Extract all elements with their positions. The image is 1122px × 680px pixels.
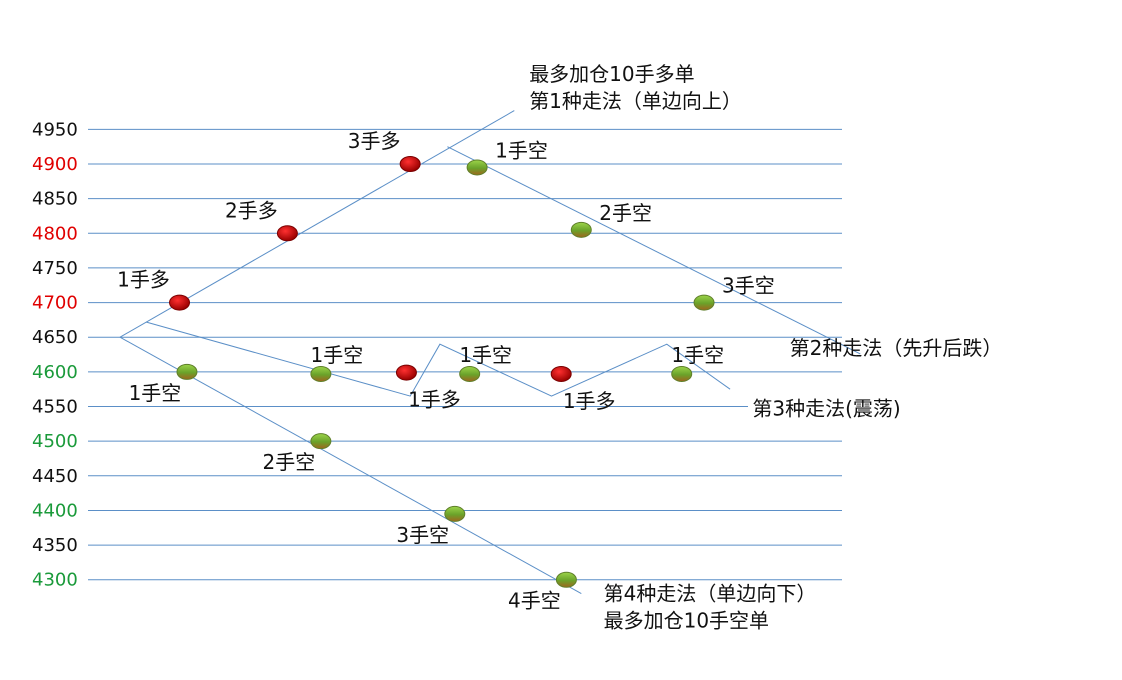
marker-p4-short-2	[310, 433, 332, 450]
marker-p3-long-a	[395, 364, 417, 381]
note-path-1-line-2: 第1种走法（单边向上）	[529, 89, 742, 113]
price-label-4700: 4700	[32, 293, 78, 314]
price-label-4450: 4450	[32, 466, 78, 487]
price-label-4650: 4650	[32, 327, 78, 348]
note-path-4-line-1: 第4种走法（单边向下）	[604, 582, 817, 606]
price-label-4900: 4900	[32, 154, 78, 175]
path-4-down	[119, 336, 582, 595]
marker-p4-short-1-label: 1手空	[129, 381, 182, 405]
marker-p3-short-b-label: 1手空	[459, 343, 512, 367]
marker-p4-short-3-label: 3手空	[396, 523, 449, 547]
price-label-4500: 4500	[32, 431, 78, 452]
price-gridlines	[88, 128, 842, 581]
marker-p2-short-3	[693, 294, 715, 311]
marker-p3-long-a-label: 1手多	[408, 388, 461, 412]
note-path-1-line-1: 最多加仓10手多单	[529, 62, 694, 86]
marker-p2-short-1-label: 1手空	[495, 138, 548, 162]
marker-p3-long-b-label: 1手多	[563, 389, 616, 413]
note-path-3-line-1: 第3种走法(震荡)	[752, 397, 900, 421]
price-label-4950: 4950	[32, 119, 78, 140]
marker-p4-short-3	[444, 505, 466, 522]
marker-p1-long-3-label: 3手多	[348, 129, 401, 153]
marker-p4-short-1	[176, 363, 198, 380]
marker-p3-short-c-label: 1手空	[671, 343, 724, 367]
path-2-up-then-down	[447, 146, 861, 355]
marker-p3-short-a	[310, 365, 332, 382]
price-label-4800: 4800	[32, 223, 78, 244]
note-path-4-line-2: 最多加仓10手空单	[604, 609, 769, 633]
marker-p4-short-4-label: 4手空	[508, 589, 561, 613]
marker-p3-short-a-label: 1手空	[311, 343, 364, 367]
marker-p2-short-1	[466, 159, 488, 176]
price-label-4550: 4550	[32, 397, 78, 418]
price-label-4350: 4350	[32, 535, 78, 556]
marker-p1-long-1-label: 1手多	[117, 268, 170, 292]
marker-p1-long-2	[276, 225, 298, 242]
marker-p3-short-c	[671, 365, 693, 382]
marker-p1-long-1	[169, 294, 191, 311]
price-label-4300: 4300	[32, 570, 78, 591]
price-label-4850: 4850	[32, 189, 78, 210]
marker-p4-short-4	[555, 571, 577, 588]
price-label-4400: 4400	[32, 500, 78, 521]
marker-p1-long-2-label: 2手多	[225, 198, 278, 222]
marker-p2-short-2	[570, 221, 592, 238]
price-axis-labels: 4950 4900 4850 4800 4750 4700 4650 4600 4550 4500…	[32, 119, 78, 590]
marker-p3-short-b	[459, 365, 481, 382]
note-path-2-line-1: 第2种走法（先升后跌）	[790, 336, 1003, 360]
marker-p3-long-b	[550, 365, 572, 382]
position-markers	[169, 156, 715, 588]
price-label-4750: 4750	[32, 258, 78, 279]
price-paths	[119, 110, 861, 595]
marker-p1-long-3	[399, 156, 421, 172]
marker-p2-short-2-label: 2手空	[599, 201, 652, 225]
marker-p2-short-3-label: 3手空	[722, 274, 775, 298]
marker-p4-short-2-label: 2手空	[263, 450, 316, 474]
marker-labels: 1手多 2手多 3手多 1手空 2手空 3手空 1手空 1手多 1手空 1手多 1手空 1手空 2手空 3…	[117, 129, 775, 613]
price-label-4600: 4600	[32, 362, 78, 383]
path-3-oscillation	[145, 321, 731, 397]
